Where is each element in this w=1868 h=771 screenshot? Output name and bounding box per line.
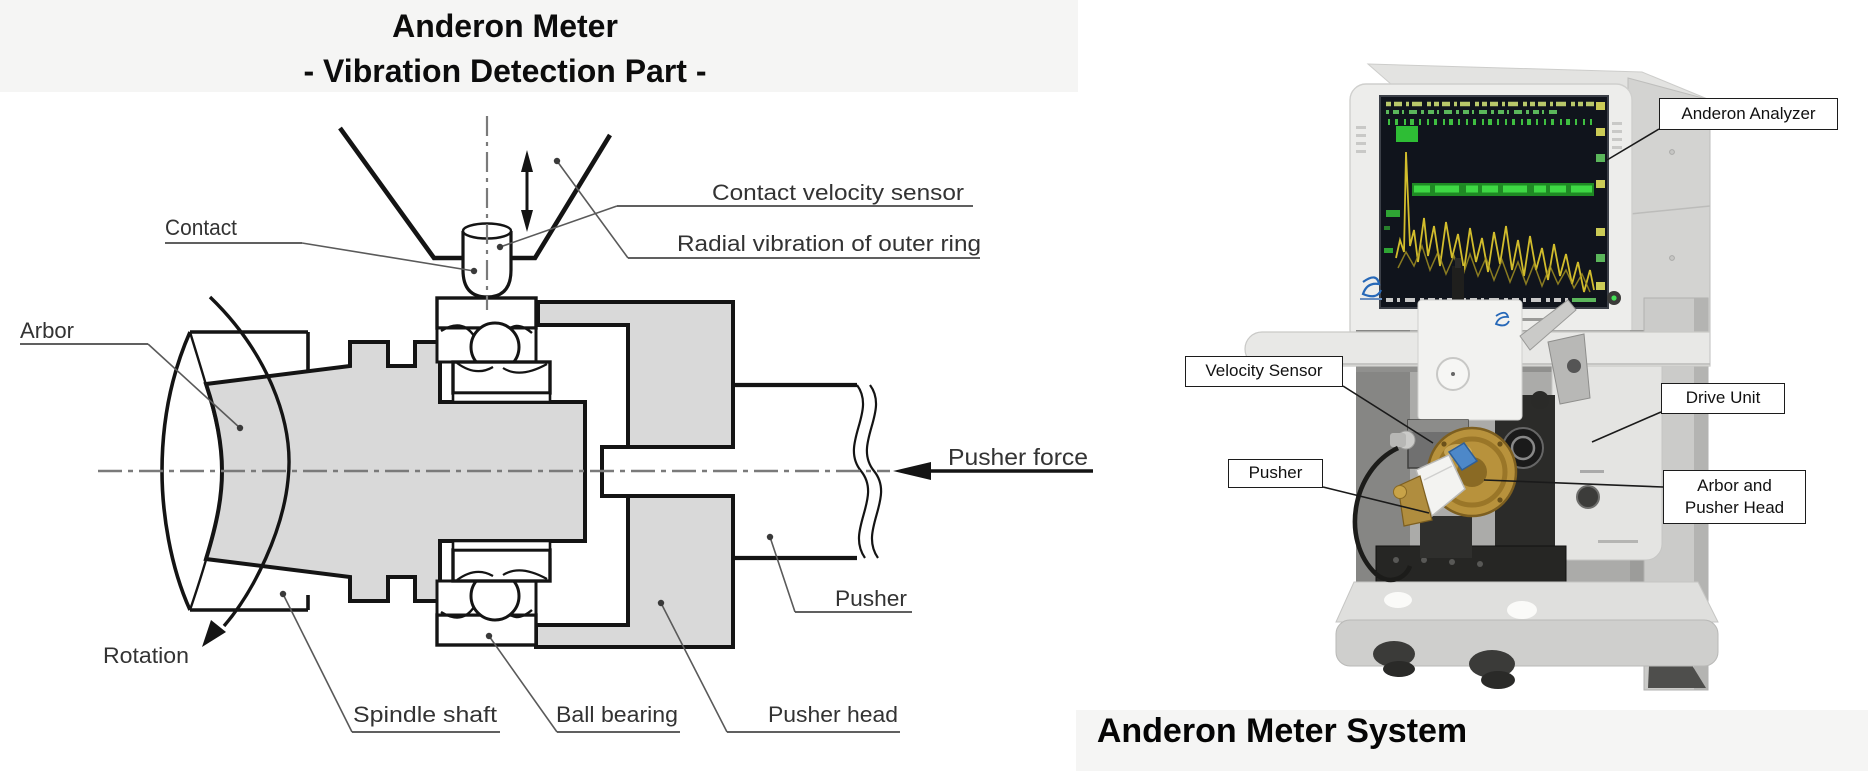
label-arbor: Arbor xyxy=(20,318,74,343)
clamp-lever xyxy=(1519,299,1577,351)
title-line-1: Anderon Meter xyxy=(392,8,618,44)
callout-leaders xyxy=(1322,128,1664,514)
callout-velocity-sensor: Velocity Sensor xyxy=(1185,356,1343,387)
leader-dots xyxy=(236,157,774,640)
brand-logo xyxy=(1360,276,1383,300)
callout-arbor-line1: Arbor and xyxy=(1697,475,1772,495)
callout-drive-unit: Drive Unit xyxy=(1661,383,1785,414)
base-plate xyxy=(1335,581,1719,689)
brass-fixture xyxy=(1397,475,1433,527)
yellow-waveform xyxy=(1395,151,1595,293)
label-spindle-shaft: Spindle shaft xyxy=(353,702,497,727)
drive-button xyxy=(1576,485,1600,509)
label-ball-bearing: Ball bearing xyxy=(556,702,678,727)
pusher-rod xyxy=(733,382,857,561)
label-underlines xyxy=(20,205,980,733)
label-rotation: Rotation xyxy=(103,643,189,668)
callout-pusher: Pusher xyxy=(1228,459,1323,488)
callout-anderon-analyzer-label: Anderon Analyzer xyxy=(1681,103,1816,123)
screen-softkey-labels xyxy=(1596,102,1605,290)
title-banner xyxy=(0,0,1078,92)
callout-pusher-label: Pusher xyxy=(1248,463,1303,483)
analyzer-vent-grille xyxy=(1356,122,1622,153)
pusher-force-arrow xyxy=(893,462,1093,480)
rubber-foot xyxy=(1373,641,1415,667)
velocity-sensor-head xyxy=(1390,258,1591,469)
anderon-analyzer-unit xyxy=(1349,63,1711,347)
pusher-head-lower xyxy=(534,494,735,649)
power-led xyxy=(1611,295,1617,301)
sensor-funnel xyxy=(338,126,612,261)
caption-strip xyxy=(1076,710,1868,771)
sensor-body xyxy=(1417,299,1523,421)
break-symbol xyxy=(852,384,883,559)
screen-spectrum-content xyxy=(1384,101,1605,302)
callout-velocity-sensor-label: Velocity Sensor xyxy=(1205,361,1323,381)
callout-arbor-line2: Pusher Head xyxy=(1684,498,1785,517)
callout-drive-unit-label: Drive Unit xyxy=(1685,388,1761,408)
vibration-direction-arrow xyxy=(521,150,533,232)
callout-arbor-pusher-head: Arbor and Pusher Head xyxy=(1663,470,1806,524)
label-radial-vibration: Radial vibration of outer ring xyxy=(677,231,981,256)
label-contact-velocity-sensor: Contact velocity sensor xyxy=(712,180,964,205)
rubber-foot xyxy=(1469,650,1515,678)
label-pusher-head: Pusher head xyxy=(768,702,898,727)
rotation-arrow xyxy=(202,295,291,647)
arbor-cylinder-lines xyxy=(190,330,310,612)
callout-anderon-analyzer: Anderon Analyzer xyxy=(1659,98,1838,130)
bottom-ball-bearing xyxy=(435,539,552,647)
label-pusher-force: Pusher force xyxy=(948,444,1088,470)
label-contact: Contact xyxy=(165,215,237,240)
pusher-tip xyxy=(1447,442,1479,471)
arbor-pusher-head-assembly xyxy=(1352,426,1518,583)
drive-knob xyxy=(1531,391,1549,409)
system-caption: Anderon Meter System xyxy=(1096,712,1468,750)
vibration-detection-diagram: Contact Arbor Rotation Spindle shaft Bal… xyxy=(20,116,1093,733)
leader-lines xyxy=(147,160,796,733)
sensor-cable xyxy=(1352,445,1413,583)
page-title: Anderon Meter - Vibration Detection Part… xyxy=(303,4,706,95)
top-ball-bearing xyxy=(435,296,552,404)
label-pusher: Pusher xyxy=(835,586,907,611)
title-line-2: - Vibration Detection Part - xyxy=(303,53,707,90)
